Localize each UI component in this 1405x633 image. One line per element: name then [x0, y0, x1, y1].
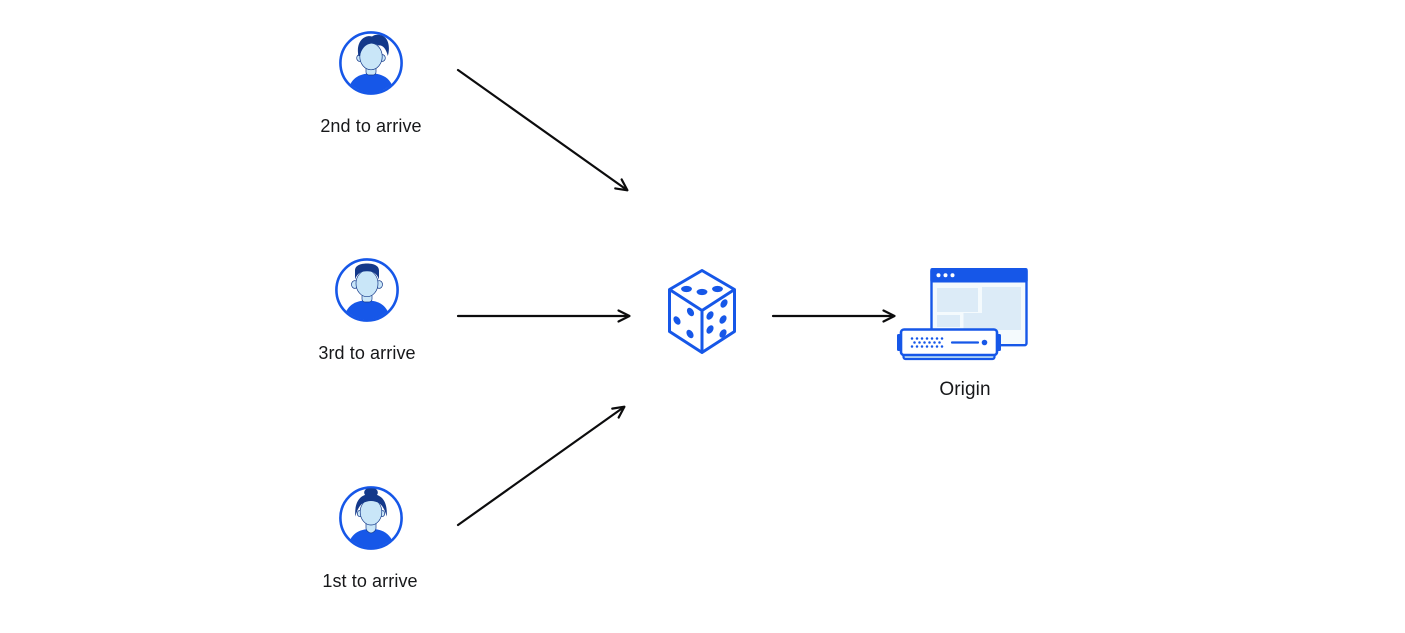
arrow-visitor-bottom-to-dice: [456, 405, 626, 527]
origin-label: Origin: [939, 379, 991, 400]
visitor-middle-label: 3rd to arrive: [318, 343, 416, 363]
arrow-visitor-top-to-dice: [456, 68, 629, 192]
node-visitor-top: 2nd to arrive: [320, 30, 422, 136]
male-flattop-user-avatar-icon: [335, 258, 399, 322]
male-user-avatar-icon: [339, 31, 403, 95]
node-origin: Origin: [897, 268, 1028, 400]
female-user-avatar-icon: [339, 486, 403, 550]
node-visitor-bottom: 1st to arrive: [322, 485, 418, 591]
visitor-bottom-label: 1st to arrive: [322, 571, 418, 591]
visitor-top-label: 2nd to arrive: [320, 116, 422, 136]
dice-icon: [668, 269, 736, 354]
node-randomizer: [666, 267, 738, 356]
node-visitor-middle: 3rd to arrive: [318, 257, 416, 363]
origin-server-browser-icon: [897, 268, 1028, 361]
